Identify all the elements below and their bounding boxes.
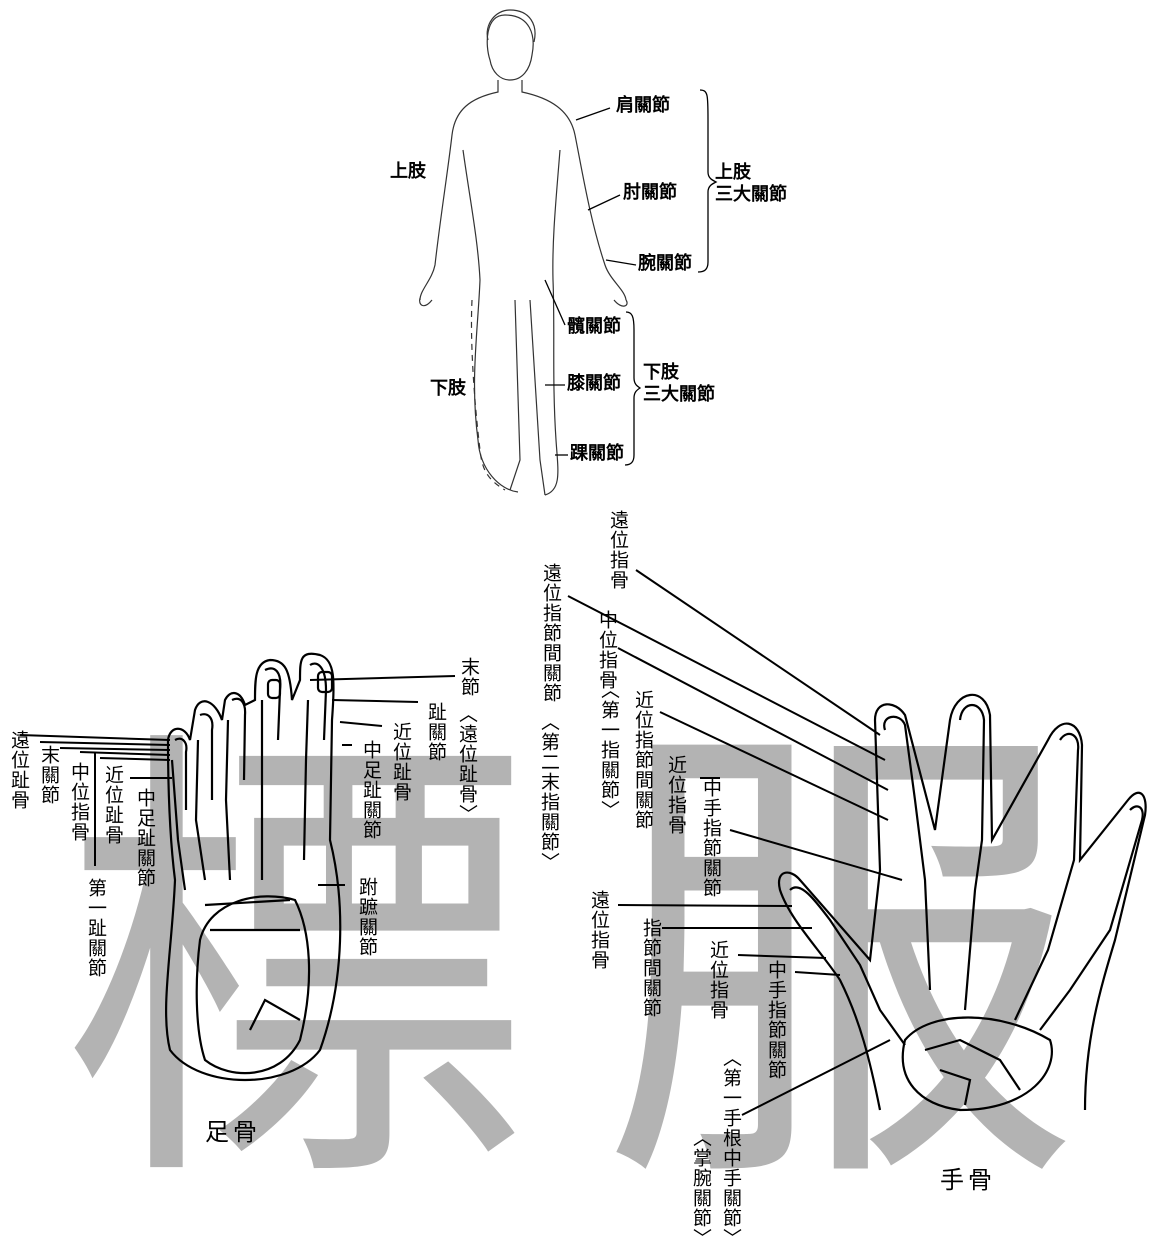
foot-proximal-toe-bone-right-label: 近位趾骨: [390, 722, 410, 802]
foot-metatarsal-joint-label: 跗蹠關節: [356, 877, 376, 957]
hand-dip-joint-label: 遠位指節間關節: [540, 563, 560, 703]
hand-caption: 手骨: [940, 1160, 996, 1195]
hand-thumb-ip-joint-label: 指節間關節: [640, 918, 660, 1018]
hand-first-cmc-joint-label: 〈第一手根中手關節〉: [720, 1048, 740, 1248]
hand-first-finger-joint-label: 〈第一指關節〉: [598, 680, 618, 820]
shoulder-joint-label: 肩關節: [616, 97, 670, 115]
foot-proximal-toe-bone-left-label: 近位趾骨: [102, 765, 122, 845]
lower-limb-label: 下肢: [430, 380, 466, 398]
foot-terminal-segment-label: 末節: [458, 657, 478, 697]
hand-thumb-distal-bone-label: 遠位指骨: [588, 890, 608, 970]
knee-joint-label: 膝關節: [567, 375, 621, 393]
lower-limb-three-joints-label: 下肢 三大關節: [643, 362, 715, 405]
hand-second-terminal-joint-label: 〈第二末指關節〉: [538, 712, 558, 872]
foot-distal-toe-bone-label: 遠位趾骨: [8, 730, 28, 810]
elbow-joint-label: 肘關節: [623, 184, 677, 202]
foot-distal-joint-label: 末關節: [38, 745, 58, 805]
upper-limb-label: 上肢: [390, 163, 426, 181]
hand-middle-finger-bone-label: 中位指骨: [596, 610, 616, 690]
foot-caption: 足骨: [205, 1112, 261, 1147]
hand-mcp-joint-label: 中手指節關節: [700, 778, 720, 898]
hand-thumb-proximal-bone-label: 近位指骨: [707, 940, 727, 1020]
foot-distal-toe-bone-paren-label: 〈遠位趾骨〉: [456, 704, 476, 824]
hand-thumb-mcp-joint-label: 中手指節關節: [765, 960, 785, 1080]
foot-middle-phalanx-label: 中位指骨: [68, 762, 88, 842]
human-figure: [420, 10, 627, 495]
foot-middle-toe-joint-left-label: 中足趾關節: [134, 788, 154, 888]
figure-leader-lines: [545, 90, 716, 465]
foot-first-toe-joint-label: 第一趾關節: [85, 878, 105, 978]
upper-limb-three-joints-label: 上肢 三大關節: [715, 162, 787, 205]
hand-distal-finger-bone-top-label: 遠位指骨: [607, 510, 627, 590]
hand-pip-joint-label: 近位指節間關節: [632, 690, 652, 830]
hip-joint-label: 髖關節: [567, 318, 621, 336]
ankle-joint-label: 踝關節: [570, 445, 624, 463]
hand-wrist-joint-label: 〈掌腕關節〉: [690, 1128, 710, 1248]
hand-proximal-finger-bone-label: 近位指骨: [665, 755, 685, 835]
foot-toe-joint-label: 趾關節: [425, 702, 445, 762]
foot-middle-toe-joint-right-label: 中足趾關節: [360, 740, 380, 840]
wrist-joint-label: 腕關節: [638, 255, 692, 273]
